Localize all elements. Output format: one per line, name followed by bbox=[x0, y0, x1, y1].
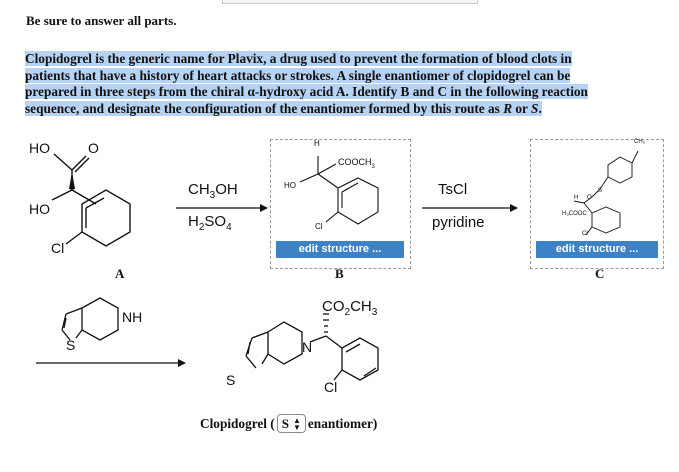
clopidogrel-cl: Cl bbox=[324, 379, 338, 395]
step2-arrow bbox=[422, 204, 518, 212]
question-prompt: Clopidogrel is the generic name for Plav… bbox=[25, 51, 655, 117]
compound-a-ho-top: HO bbox=[29, 140, 50, 156]
configuration-select-value: S bbox=[281, 415, 289, 431]
compound-b-structure bbox=[299, 156, 379, 225]
answer-suffix: enantiomer) bbox=[307, 415, 378, 431]
clopidogrel-n: N bbox=[302, 339, 313, 355]
compound-b-ho: HO bbox=[284, 181, 296, 190]
compound-c-o: O bbox=[587, 195, 592, 201]
step1-reagent-bottom: H2SO4 bbox=[188, 213, 232, 233]
clopidogrel-co2ch3: CO2CH3 bbox=[322, 298, 378, 318]
compound-b-h: H bbox=[314, 139, 320, 148]
configuration-select[interactable]: S ▲▼ bbox=[276, 414, 306, 433]
amine-nh: NH bbox=[122, 309, 143, 325]
compound-a-o: O bbox=[88, 140, 99, 156]
compound-b-label: B bbox=[335, 266, 344, 281]
step3-arrow bbox=[36, 359, 186, 367]
question-line-2: patients that have a history of heart at… bbox=[25, 67, 571, 83]
instruction-text: Be sure to answer all parts. bbox=[26, 13, 177, 28]
clopidogrel-s: S bbox=[226, 372, 236, 388]
clopidogrel-structure bbox=[245, 313, 379, 381]
question-line-3: prepared in three steps from the chiral … bbox=[25, 84, 588, 100]
compound-b-cooch3: COOCH3 bbox=[338, 157, 375, 170]
question-line-1: Clopidogrel is the generic name for Plav… bbox=[25, 51, 572, 66]
compound-b-cl: Cl bbox=[315, 222, 323, 231]
compound-a-label: A bbox=[115, 266, 125, 281]
compound-c-s: S bbox=[598, 188, 603, 194]
chevron-updown-icon: ▲▼ bbox=[292, 415, 301, 432]
compound-a-structure bbox=[51, 153, 131, 247]
compound-c-h3cooc: H₃COOC bbox=[562, 211, 587, 217]
compound-b-edit-button[interactable]: edit structure ... bbox=[276, 241, 404, 258]
compound-a-cl: Cl bbox=[51, 240, 65, 256]
answer-row: Clopidogrel ( S ▲▼ enantiomer) bbox=[200, 414, 377, 433]
amine-structure bbox=[61, 297, 119, 341]
step2-reagent-top: TsCl bbox=[438, 181, 468, 198]
compound-a-ho-left: HO bbox=[29, 201, 50, 217]
answer-label: Clopidogrel ( bbox=[200, 415, 275, 431]
step1-reagent-top: CH3OH bbox=[188, 181, 238, 201]
compound-c-structure bbox=[573, 150, 639, 236]
compound-c-ch3: CH₃ bbox=[634, 139, 646, 145]
step2-reagent-bottom: pyridine bbox=[432, 214, 485, 231]
compound-c-cl: Cl bbox=[582, 231, 588, 237]
compound-c-label: C bbox=[595, 266, 605, 281]
step1-arrow bbox=[176, 204, 268, 212]
compound-c-h: H bbox=[574, 195, 579, 201]
compound-c-box[interactable] bbox=[530, 139, 664, 269]
top-panel-edge bbox=[222, 0, 478, 4]
compound-b-box[interactable] bbox=[270, 139, 411, 269]
amine-s: S bbox=[66, 337, 76, 353]
question-line-4: sequence, and designate the configuratio… bbox=[25, 100, 542, 116]
compound-c-edit-button[interactable]: edit structure ... bbox=[536, 241, 658, 258]
